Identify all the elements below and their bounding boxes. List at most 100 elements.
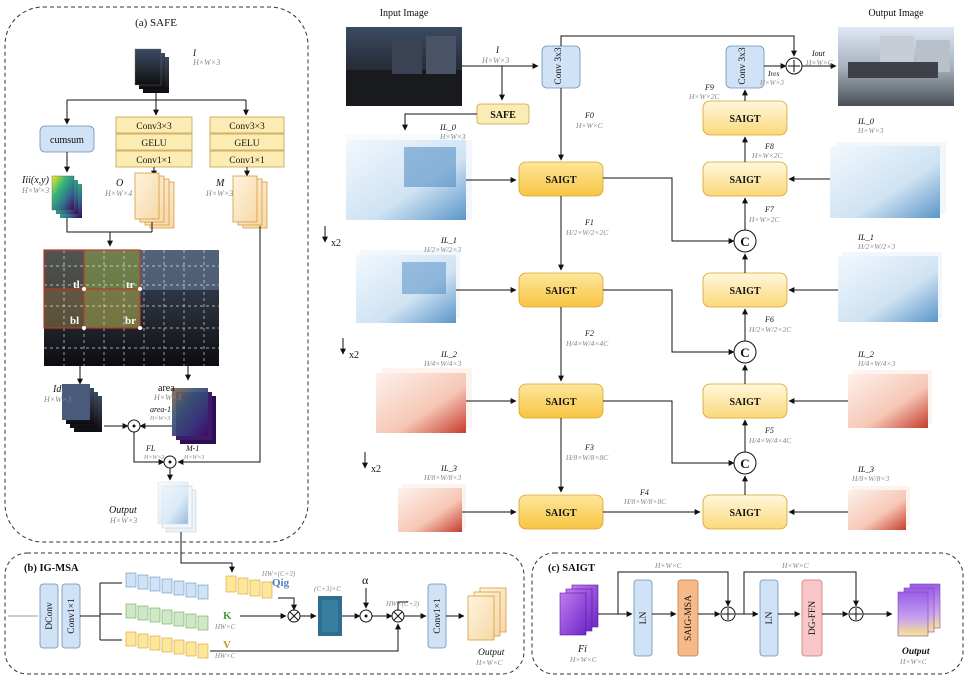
- right-il2-dim: H/4×W/4×3: [857, 359, 895, 368]
- igmsa-output-dim: H×W×C: [475, 658, 504, 667]
- arrow-safe-to-il0: [402, 113, 477, 131]
- il2-label: IL_2: [440, 349, 458, 359]
- right-il0-dim: H×W×3: [857, 126, 884, 135]
- arrow-safe-to-igmsa: [180, 532, 235, 573]
- f1-label: F1: [584, 218, 594, 227]
- fl-dim: H×W×3: [143, 455, 164, 461]
- safe-output-label: Output: [109, 505, 137, 516]
- v-dim: HW×C: [214, 652, 236, 660]
- svg-text:x2: x2: [371, 464, 381, 475]
- attn-dim: (C+3)×C: [314, 585, 341, 593]
- decoder-saigt-4-label: SAIGT: [729, 508, 760, 519]
- iii-label: Iii(x,y): [21, 175, 50, 186]
- igmsa-out-dim: HW×(C+3): [385, 600, 420, 608]
- igmsa-output-label: Output: [478, 648, 505, 658]
- right-il1-dim: H/2×W/2×3: [857, 242, 895, 251]
- f0-label: F0: [584, 111, 594, 120]
- arrow-m-to-mul2: [177, 226, 261, 465]
- f1-dim: H/2×W/2×2C: [565, 228, 609, 237]
- saigt-panel-title: (c) SAIGT: [548, 563, 595, 574]
- dg-ffn-label: DG-FFN: [808, 601, 818, 635]
- arrow-input-residual: [560, 35, 797, 57]
- right-il3-dim: H/8×W/8×3: [851, 474, 889, 483]
- decoder-saigt-3-label: SAIGT: [729, 397, 760, 408]
- igmsa-output-stack: [467, 587, 507, 641]
- area-image: [172, 388, 216, 444]
- f2-label: F2: [584, 329, 594, 338]
- f8-label: F8: [764, 142, 774, 151]
- skip-enc2-concat: [603, 289, 735, 355]
- m-label: M: [215, 178, 225, 189]
- k-token-stack: [125, 603, 209, 631]
- conv-out-label: Conv 3x3: [738, 47, 748, 84]
- f6-dim: H/2×W/2×2C: [748, 325, 792, 334]
- fi-label: Fi: [577, 644, 587, 655]
- safe-input-image: [134, 48, 169, 93]
- f3-dim: H/8×W/8×8C: [565, 453, 609, 462]
- il0-image: [346, 134, 472, 220]
- skip-2-dim: H×W×C: [781, 561, 810, 570]
- merge-line: [66, 218, 153, 233]
- concat-node-1-label: C: [740, 234, 749, 249]
- m-conv33-box: [209, 116, 285, 134]
- igmsa-split-lines: [80, 582, 122, 641]
- f7-label: F7: [764, 205, 775, 214]
- f6-label: F6: [764, 315, 774, 324]
- il3-image: [398, 484, 466, 532]
- safe-split-line: [67, 93, 246, 101]
- q-guide-token-stack: [225, 575, 273, 599]
- f4-dim: H/8×W/8×8C: [623, 497, 667, 506]
- output-image-label: Output Image: [868, 8, 924, 19]
- q-dim: HW×(C+3): [261, 570, 296, 578]
- conv-out-box: [725, 45, 765, 89]
- grid-bl-label: bl: [70, 315, 79, 327]
- safe-panel: (a) SAFE I H×W×3 cumsum Conv3×3 GELU Con…: [4, 6, 309, 543]
- skip-1: [617, 571, 731, 614]
- fi-feature-stack: [559, 584, 599, 636]
- fl-label: FL: [145, 444, 156, 453]
- il2-dim: H/4×W/4×3: [423, 359, 461, 368]
- saig-msa-label: SAIG-MSA: [684, 595, 694, 641]
- o-conv33-label: Conv3×3: [136, 122, 172, 132]
- o-feature-stack: [134, 172, 175, 229]
- ires-dim: H×W×3: [759, 79, 784, 87]
- grid-br-label: br: [125, 315, 136, 327]
- il3-label: IL_3: [440, 463, 457, 473]
- area-label: area: [158, 383, 175, 394]
- right-il1-image: [838, 252, 942, 322]
- concat-node-3-label: C: [740, 456, 749, 471]
- right-il2-image: [848, 370, 932, 428]
- ln-label-1: LN: [639, 612, 649, 625]
- iii-dim: H×W×3: [21, 186, 49, 195]
- concat-node-2-label: C: [740, 345, 749, 360]
- f0-dim: H×W×C: [575, 121, 604, 130]
- area-dim: H×W×3: [153, 393, 181, 402]
- encoder-saigt-1-label: SAIGT: [545, 175, 576, 186]
- decoder-saigt-2-label: SAIGT: [729, 286, 760, 297]
- f8-dim: H×W×2C: [751, 151, 784, 160]
- o-gelu-box: [115, 133, 193, 151]
- igmsa-dconv-box: [39, 583, 59, 649]
- safe-output-image: [157, 481, 197, 533]
- right-il1-label: IL_1: [857, 232, 874, 242]
- input-image: [346, 27, 462, 106]
- output-image: [838, 27, 954, 106]
- main-input-var: I: [495, 45, 500, 55]
- m-conv11-label: Conv1×1: [229, 156, 265, 166]
- skip-enc3-concat: [603, 400, 735, 466]
- grid-tr-label: tr: [126, 279, 135, 291]
- q-label: Qig: [272, 577, 290, 589]
- igmsa-dconv-label: DConv: [45, 602, 55, 630]
- svg-text:x2: x2: [331, 238, 341, 249]
- conv-in-label: Conv 3x3: [554, 47, 564, 84]
- il2-image: [376, 368, 472, 433]
- grid-image: [43, 249, 219, 366]
- safe-output-dim: H×W×3: [109, 516, 137, 525]
- saigt-output-stack: [897, 583, 941, 637]
- right-il0-label: IL_0: [857, 116, 875, 126]
- id-label: Id: [52, 384, 62, 395]
- m-inv-dim: H×W×3: [183, 455, 204, 461]
- ln-box-2: [759, 579, 779, 657]
- saigt-panel: (c) SAIGT Fi H×W×C H×W×C LN SAIG-MSA H×W…: [531, 552, 964, 675]
